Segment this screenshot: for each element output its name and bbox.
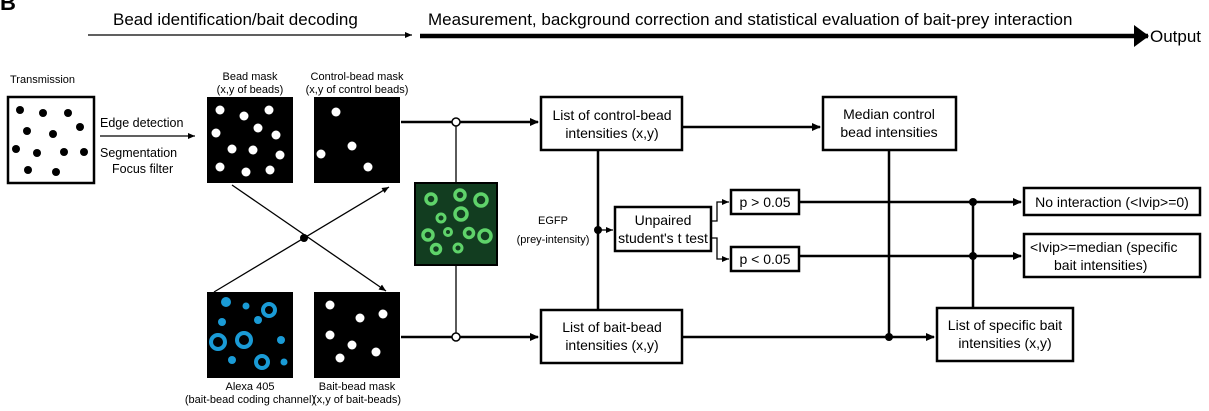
transmission-dots bbox=[12, 106, 88, 176]
bait-junction bbox=[451, 332, 461, 342]
focus-filter-label: Focus filter bbox=[112, 162, 173, 176]
pless-box bbox=[729, 245, 801, 273]
median-control-line1: Median control bbox=[843, 106, 935, 122]
pgreater-label: p > 0.05 bbox=[740, 194, 791, 210]
segmentation-label: Segmentation bbox=[100, 146, 177, 160]
median-specific-line1: <Ivip>=median (specific bbox=[1030, 239, 1177, 255]
median-specific-line2: bait intensities) bbox=[1054, 257, 1147, 273]
ttest-line2: student's t test bbox=[618, 230, 708, 246]
control-mask-title: Control-bead mask bbox=[311, 71, 404, 83]
pgreater-box bbox=[729, 188, 801, 216]
bait-mask-sub: (x,y of bait-beads) bbox=[313, 394, 401, 406]
alexa-rings bbox=[209, 297, 288, 370]
median-specific-junction bbox=[969, 252, 977, 260]
bead-mask-sub: (x,y of beads) bbox=[217, 84, 284, 96]
panel-letter: B bbox=[0, 0, 16, 15]
bait-list-line2: intensities (x,y) bbox=[565, 337, 658, 353]
bead-mask-title: Bead mask bbox=[222, 71, 278, 83]
specific-list-box bbox=[935, 306, 1075, 363]
bait-list-box bbox=[539, 308, 684, 365]
median-control-line2: bead intensities bbox=[840, 124, 937, 140]
specific-list-line1: List of specific bait bbox=[948, 317, 1062, 333]
control-list-box bbox=[539, 95, 684, 152]
alexa-sub: (bait-bead coding channel) bbox=[185, 394, 315, 406]
control-list-line1: List of control-bead bbox=[552, 107, 671, 123]
control-mask-dots bbox=[316, 107, 373, 172]
bait-median-junction bbox=[885, 333, 893, 341]
stage2-title: Measurement, background correction and s… bbox=[428, 10, 1072, 29]
control-mask-sub: (x,y of control beads) bbox=[306, 84, 409, 96]
ttest-line1: Unpaired bbox=[635, 212, 692, 228]
control-list-line2: intensities (x,y) bbox=[565, 125, 658, 141]
control-mask-image bbox=[314, 97, 400, 183]
egfp-title: EGFP bbox=[538, 215, 568, 227]
pless-label: p < 0.05 bbox=[740, 251, 791, 267]
no-interaction-junction bbox=[969, 198, 977, 206]
bead-mask-dots bbox=[211, 105, 285, 177]
no-interaction-box bbox=[1022, 186, 1202, 217]
edge-detection-label: Edge detection bbox=[100, 116, 183, 130]
output-label: Output bbox=[1150, 27, 1201, 46]
control-junction bbox=[451, 117, 461, 127]
bait-mask-title: Bait-bead mask bbox=[319, 381, 396, 393]
median-control-box bbox=[821, 95, 958, 152]
ttest-box bbox=[613, 205, 713, 253]
egfp-rings bbox=[421, 188, 493, 256]
specific-list-line2: intensities (x,y) bbox=[958, 335, 1051, 351]
ttest-to-pgreater bbox=[711, 199, 729, 222]
alexa-title: Alexa 405 bbox=[226, 381, 275, 393]
bait-mask-dots bbox=[325, 300, 388, 363]
no-interaction-label: No interaction (<Ivip>=0) bbox=[1035, 194, 1189, 210]
cross-junction bbox=[300, 234, 308, 242]
median-specific-box bbox=[1022, 232, 1202, 279]
stage1-title: Bead identification/bait decoding bbox=[113, 10, 358, 29]
bait-list-line1: List of bait-bead bbox=[562, 319, 662, 335]
egfp-sub: (prey-intensity) bbox=[517, 234, 590, 246]
ttest-junction bbox=[594, 226, 602, 234]
ttest-to-pless bbox=[711, 237, 729, 262]
transmission-label: Transmission bbox=[10, 74, 75, 86]
cross-line-a bbox=[231, 184, 387, 292]
